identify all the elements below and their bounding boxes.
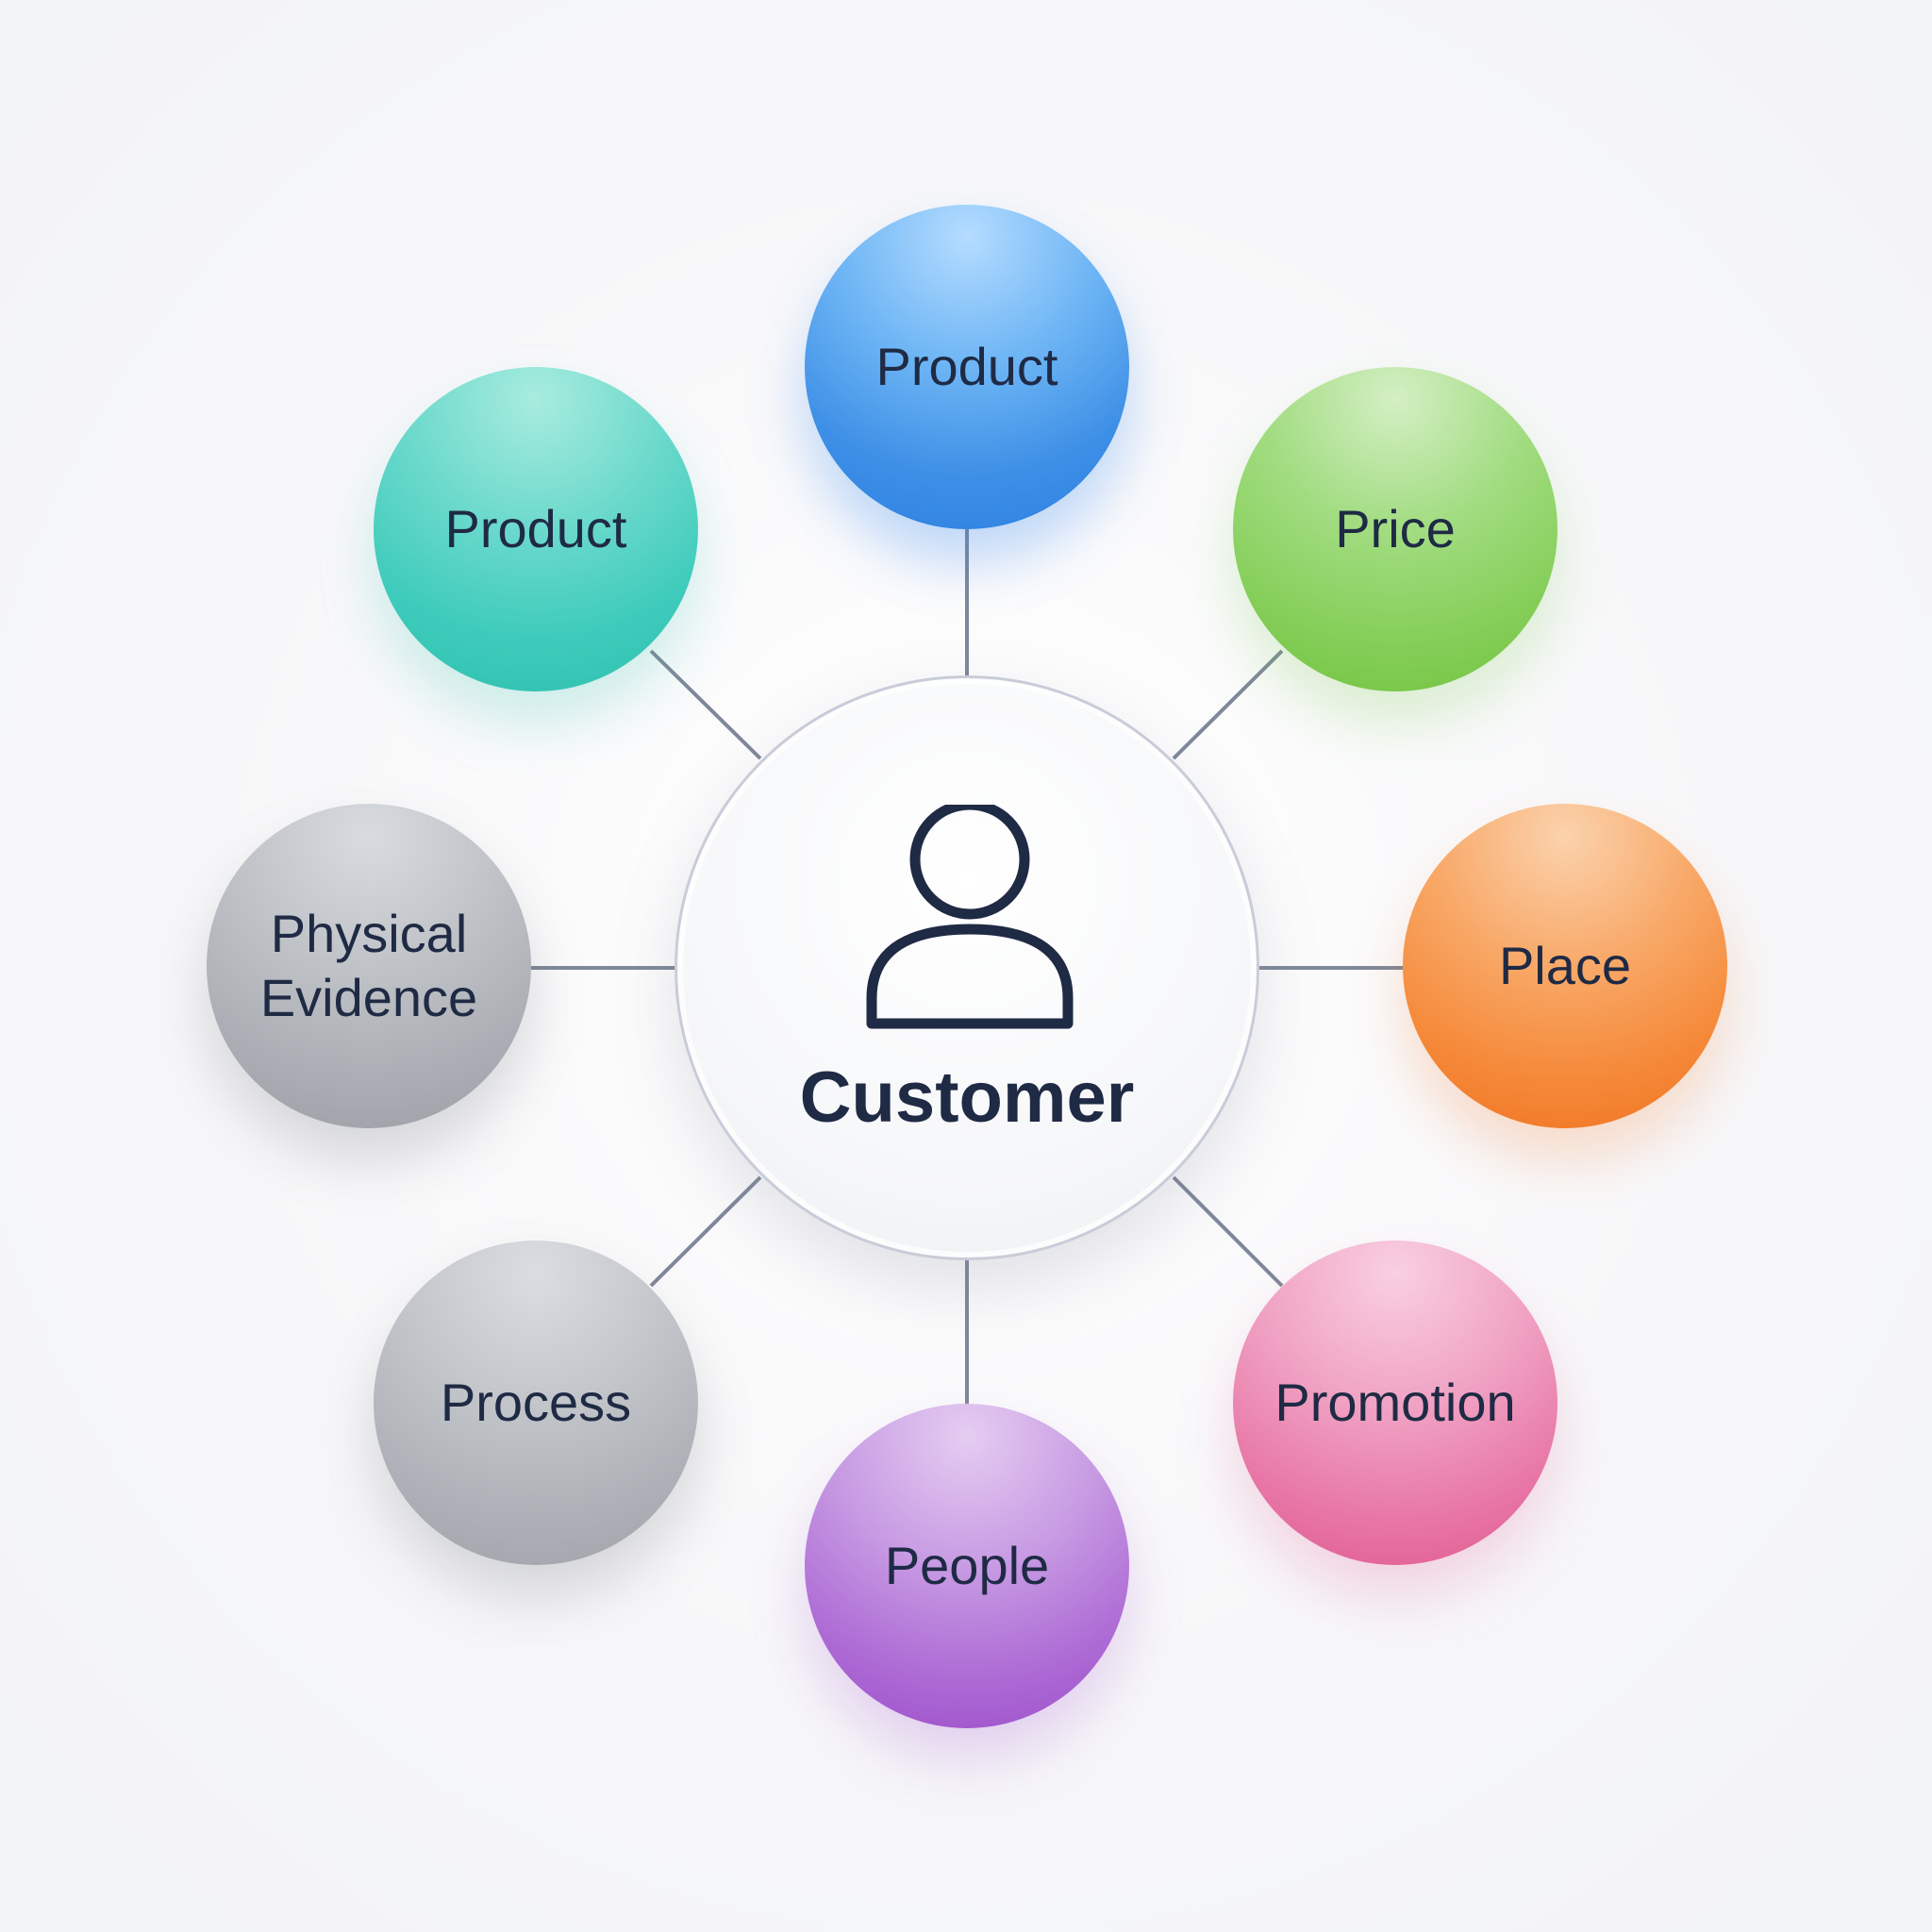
connector-process [649, 1175, 762, 1288]
node-place[interactable]: Place [1403, 804, 1727, 1128]
node-process[interactable]: Process [374, 1241, 698, 1565]
node-people[interactable]: People [805, 1404, 1129, 1728]
node-label: People [884, 1536, 1050, 1595]
node-label: Promotion [1274, 1373, 1516, 1432]
customer-hub[interactable]: Customer [675, 675, 1259, 1260]
node-promotion[interactable]: Promotion [1233, 1241, 1557, 1565]
node-product-top[interactable]: Product [805, 205, 1129, 529]
user-icon [866, 805, 1074, 1029]
node-label: Product [875, 337, 1058, 396]
node-product-left[interactable]: Product [374, 367, 698, 691]
node-label: Place [1498, 936, 1632, 995]
node-label: Physical Evidence [259, 904, 478, 1027]
node-physical-evidence[interactable]: Physical Evidence [207, 804, 531, 1128]
node-price[interactable]: Price [1233, 367, 1557, 691]
connector-price [1172, 649, 1284, 760]
connector-promotion [1172, 1175, 1284, 1288]
node-label: Process [440, 1373, 632, 1432]
connector-product-left [649, 649, 762, 760]
node-label: Product [444, 499, 627, 558]
hub-label: Customer [799, 1058, 1135, 1138]
node-label: Price [1335, 499, 1456, 558]
